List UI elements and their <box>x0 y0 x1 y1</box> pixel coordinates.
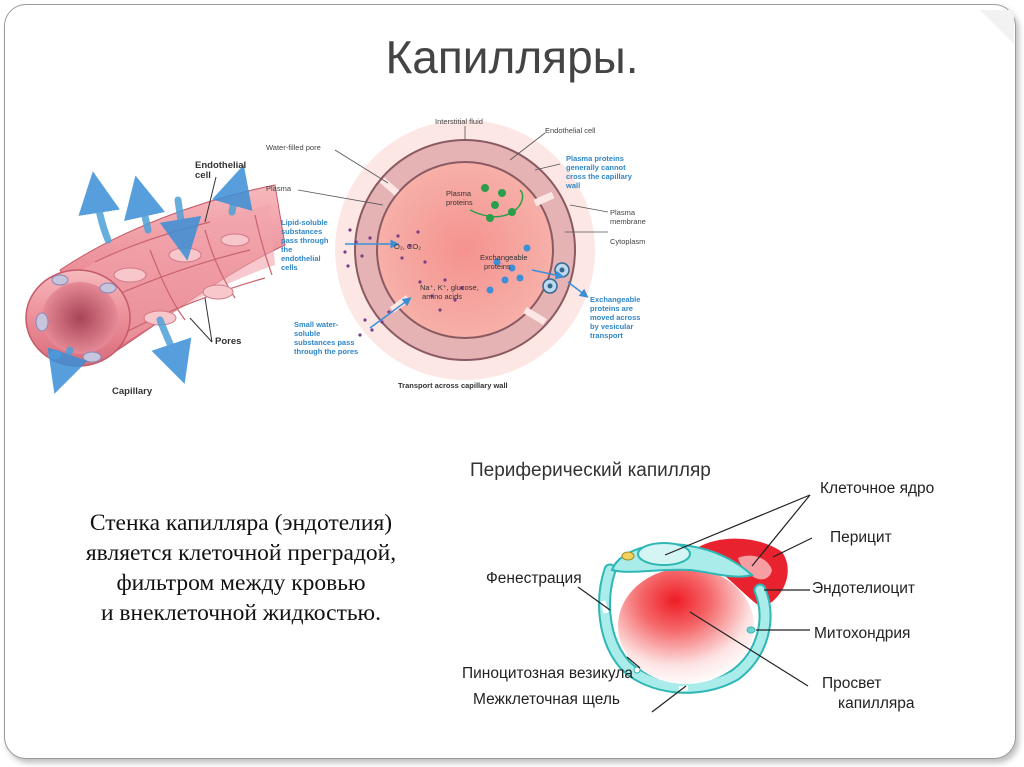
capillary-cross-section: Interstitial fluid Endothelial cell Wate… <box>266 117 646 390</box>
label-endothelial-cell-2: cell <box>195 170 211 181</box>
capillary-tube-illustration: Endothelial cell Pores Capillary <box>25 160 286 397</box>
note-vesicular-transport: transport <box>590 331 623 340</box>
note-plasma-proteins: cross the capillary <box>566 172 633 181</box>
note-plasma-proteins: generally cannot <box>566 163 626 172</box>
slide-title: Капилляры. <box>385 31 639 83</box>
label-o2-co2: O₂, CO₂ <box>394 242 421 251</box>
label-lumen-2: капилляра <box>838 695 915 712</box>
note-lipid-soluble: pass through <box>281 236 329 245</box>
label-plasma-membrane-2: membrane <box>610 217 646 226</box>
body-line: фильтром между кровью <box>116 570 366 596</box>
page-curl-corner <box>980 10 1014 44</box>
label-exchangeable-proteins-1: Exchangeable <box>480 253 528 262</box>
label-cytoplasm: Cytoplasm <box>610 237 645 246</box>
label-plasma-proteins-1: Plasma <box>446 189 472 198</box>
label-caption: Transport across capillary wall <box>398 381 508 390</box>
label-exchangeable-proteins-2: proteins <box>484 262 511 271</box>
label-cell-nucleus: Клеточное ядро <box>820 480 934 497</box>
note-plasma-proteins: Plasma proteins <box>566 154 624 163</box>
label-ions-2: amino acids <box>422 292 462 301</box>
body-line: является клеточной преградой, <box>85 540 397 566</box>
body-text: Стенка капилляра (эндотелия) является кл… <box>40 508 442 628</box>
label-capillary: Capillary <box>112 386 153 397</box>
label-fenestration: Фенестрация <box>486 570 582 587</box>
note-small-water-soluble: soluble <box>294 329 320 338</box>
body-line: и внеклеточной жидкостью. <box>100 600 381 626</box>
label-pinocytotic-vesicle: Пиноцитозная везикула <box>462 665 633 682</box>
label-water-filled-pore: Water-filled pore <box>266 143 321 152</box>
label-endothelial-cell-1: Endothelial <box>195 160 246 171</box>
note-lipid-soluble: cells <box>281 263 298 272</box>
note-small-water-soluble: through the pores <box>294 347 358 356</box>
body-line: Стенка капилляра (эндотелия) <box>89 510 393 536</box>
note-lipid-soluble: the <box>281 245 292 254</box>
note-lipid-soluble: Lipid-soluble <box>281 218 328 227</box>
label-pericyte: Перицит <box>830 529 892 546</box>
note-small-water-soluble: substances pass <box>294 338 354 347</box>
label-pores: Pores <box>215 336 241 347</box>
bottom-diagram-title: Периферический капилляр <box>470 460 711 481</box>
note-lipid-soluble: substances <box>281 227 322 236</box>
label-plasma: Plasma <box>266 184 292 193</box>
note-vesicular-transport: by vesicular <box>590 322 633 331</box>
note-plasma-proteins: wall <box>565 181 580 190</box>
label-endothelial-cell: Endothelial cell <box>545 126 596 135</box>
label-intercellular-cleft: Межклеточная щель <box>473 691 620 708</box>
note-lipid-soluble: endothelial <box>281 254 321 263</box>
note-vesicular-transport: proteins are <box>590 304 633 313</box>
label-ions-1: Na⁺, K⁺, glucose, <box>420 283 479 292</box>
label-mitochondria: Митохондрия <box>814 625 910 642</box>
peripheral-capillary-diagram: Периферический капилляр <box>462 460 934 713</box>
label-lumen-1: Просвет <box>822 675 881 692</box>
label-plasma-membrane-1: Plasma <box>610 208 636 217</box>
note-small-water-soluble: Small water- <box>294 320 339 329</box>
note-vesicular-transport: Exchangeable <box>590 295 640 304</box>
label-interstitial-fluid: Interstitial fluid <box>435 117 483 126</box>
label-plasma-proteins-2: proteins <box>446 198 473 207</box>
label-endotheliocyte: Эндотелиоцит <box>812 580 915 597</box>
note-vesicular-transport: moved across <box>590 313 640 322</box>
